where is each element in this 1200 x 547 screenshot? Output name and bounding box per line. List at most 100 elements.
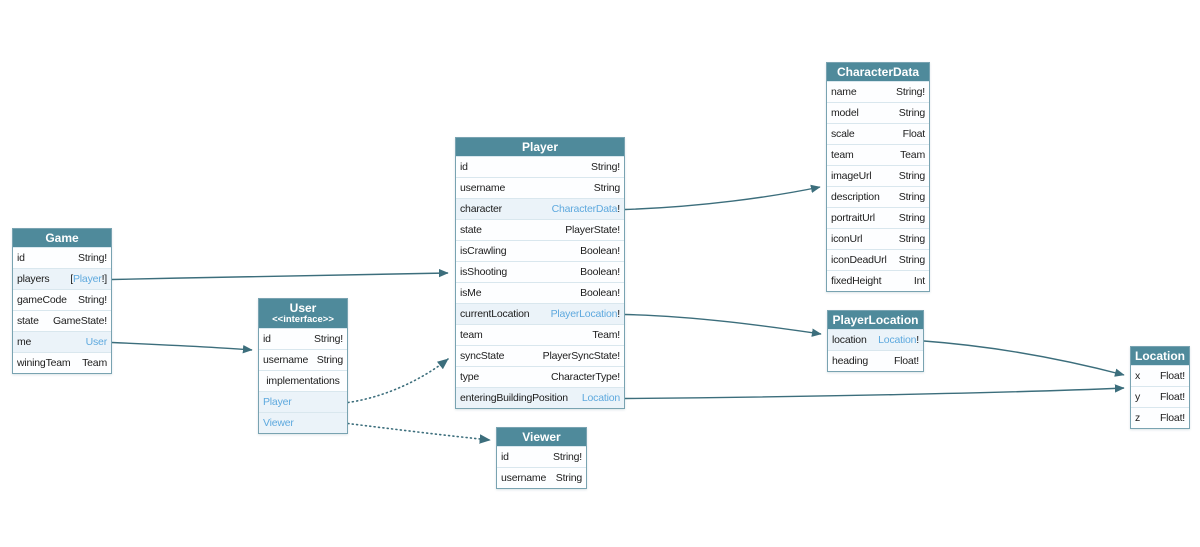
field-type: Float: [902, 128, 926, 141]
field-type: String: [593, 182, 620, 195]
field-name: type: [460, 371, 480, 384]
field-row-player-state[interactable]: state PlayerState!: [456, 219, 624, 241]
field-row-player-id[interactable]: id String!: [456, 156, 624, 178]
edge-player-currentlocation-to-playerlocation: [624, 313, 822, 337]
playerlocation-header[interactable]: PlayerLocation: [828, 311, 923, 330]
field-name: model: [831, 107, 859, 120]
field-type: String!: [591, 161, 620, 174]
field-type: GameState!: [52, 315, 107, 328]
type-link-playerlocation[interactable]: PlayerLocation: [550, 308, 618, 321]
type-suffix: !: [617, 203, 620, 216]
field-name: id: [501, 451, 509, 464]
implementations-label: implementations: [266, 375, 340, 388]
viewer-title: Viewer: [522, 430, 561, 444]
field-row-characterdata-model[interactable]: model String: [827, 102, 929, 124]
field-row-characterdata-team[interactable]: team Team: [827, 144, 929, 166]
type-suffix: !: [916, 334, 919, 347]
type-link-user[interactable]: User: [85, 336, 108, 349]
type-link-player[interactable]: Player: [73, 273, 102, 286]
user-header[interactable]: User<<interface>>: [259, 299, 347, 329]
field-type: Team: [900, 149, 925, 162]
field-name: heading: [832, 355, 868, 368]
field-type: String: [898, 107, 925, 120]
game-header[interactable]: Game: [13, 229, 111, 248]
field-type: Location: [582, 388, 620, 408]
implementation-link-player[interactable]: Player: [263, 396, 292, 409]
type-link-location[interactable]: Location: [581, 392, 620, 405]
field-row-player-syncstate[interactable]: syncState PlayerSyncState!: [456, 345, 624, 367]
field-type: Float!: [893, 355, 919, 368]
field-name: isCrawling: [460, 245, 507, 258]
field-type: Team: [82, 357, 107, 370]
field-type: String: [898, 254, 925, 267]
characterdata-header[interactable]: CharacterData: [827, 63, 929, 82]
type-link-location[interactable]: Location: [878, 334, 917, 347]
field-type: Team!: [592, 329, 620, 342]
field-row-player-type[interactable]: type CharacterType!: [456, 366, 624, 388]
field-name: state: [460, 224, 482, 237]
field-name: fixedHeight: [831, 275, 882, 288]
field-row-player-enteringbuildingposition[interactable]: enteringBuildingPosition Location: [456, 387, 624, 409]
field-type: PlayerState!: [565, 224, 620, 237]
field-name: iconUrl: [831, 233, 863, 246]
field-name: portraitUrl: [831, 212, 875, 225]
field-name: z: [1135, 412, 1141, 425]
field-type: String!: [314, 333, 343, 346]
field-type: String: [555, 472, 582, 485]
field-type: PlayerSyncState!: [542, 350, 621, 363]
field-row-user-player[interactable]: Player: [259, 391, 347, 413]
field-type: Boolean!: [580, 287, 620, 300]
game-title: Game: [45, 231, 79, 245]
field-name: enteringBuildingPosition: [460, 392, 568, 405]
field-name: syncState: [460, 350, 505, 363]
field-row-playerlocation-heading[interactable]: heading Float!: [828, 350, 923, 372]
player-title: Player: [521, 140, 559, 154]
edge-player-enteringbuildingposition-to-location: [624, 384, 1125, 400]
field-row-user-viewer[interactable]: Viewer: [259, 412, 347, 434]
field-name: id: [460, 161, 468, 174]
field-name: winingTeam: [17, 357, 71, 370]
field-name: team: [831, 149, 854, 162]
implementation-link-viewer[interactable]: Viewer: [263, 417, 294, 430]
field-type: String: [316, 354, 343, 367]
field-row-game-winingteam[interactable]: winingTeam Team: [13, 352, 111, 374]
field-row-user-implementations[interactable]: implementations: [259, 370, 347, 392]
field-name: y: [1135, 391, 1141, 404]
field-type: CharacterType!: [551, 371, 620, 384]
player-header[interactable]: Player: [456, 138, 624, 157]
location-header[interactable]: Location: [1131, 347, 1189, 366]
field-row-game-players[interactable]: players[Player!]: [13, 268, 111, 290]
viewer-header[interactable]: Viewer: [497, 428, 586, 447]
type-link-characterdata[interactable]: CharacterData: [551, 203, 618, 216]
